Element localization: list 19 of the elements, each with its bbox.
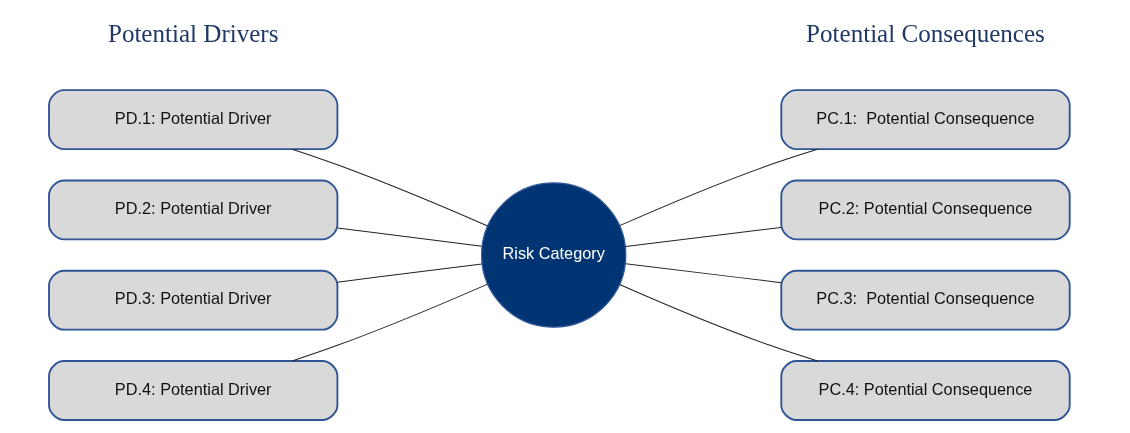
node-box: PD.4: Potential Driver	[48, 360, 339, 421]
node-box: PD.3: Potential Driver	[48, 269, 339, 331]
connector	[625, 263, 782, 284]
connector	[291, 283, 489, 362]
connector	[337, 227, 483, 247]
node-box: PC.4: Potential Consequence	[780, 360, 1071, 421]
node-box: PC.3: Potential Consequence	[780, 269, 1071, 331]
connector	[625, 226, 782, 247]
connector	[291, 148, 489, 227]
node-box: PC.1: Potential Consequence	[780, 89, 1071, 151]
node-box: PD.2: Potential Driver	[48, 179, 339, 241]
connector	[337, 263, 483, 283]
connector	[619, 283, 819, 362]
node-box: PC.2: Potential Consequence	[780, 179, 1071, 241]
node-circle: Risk Category	[481, 182, 627, 328]
label: Potential Consequences	[806, 19, 1045, 47]
label: Potential Drivers	[107, 19, 279, 47]
node-box: PD.1: Potential Driver	[48, 89, 339, 151]
connector	[619, 148, 819, 227]
